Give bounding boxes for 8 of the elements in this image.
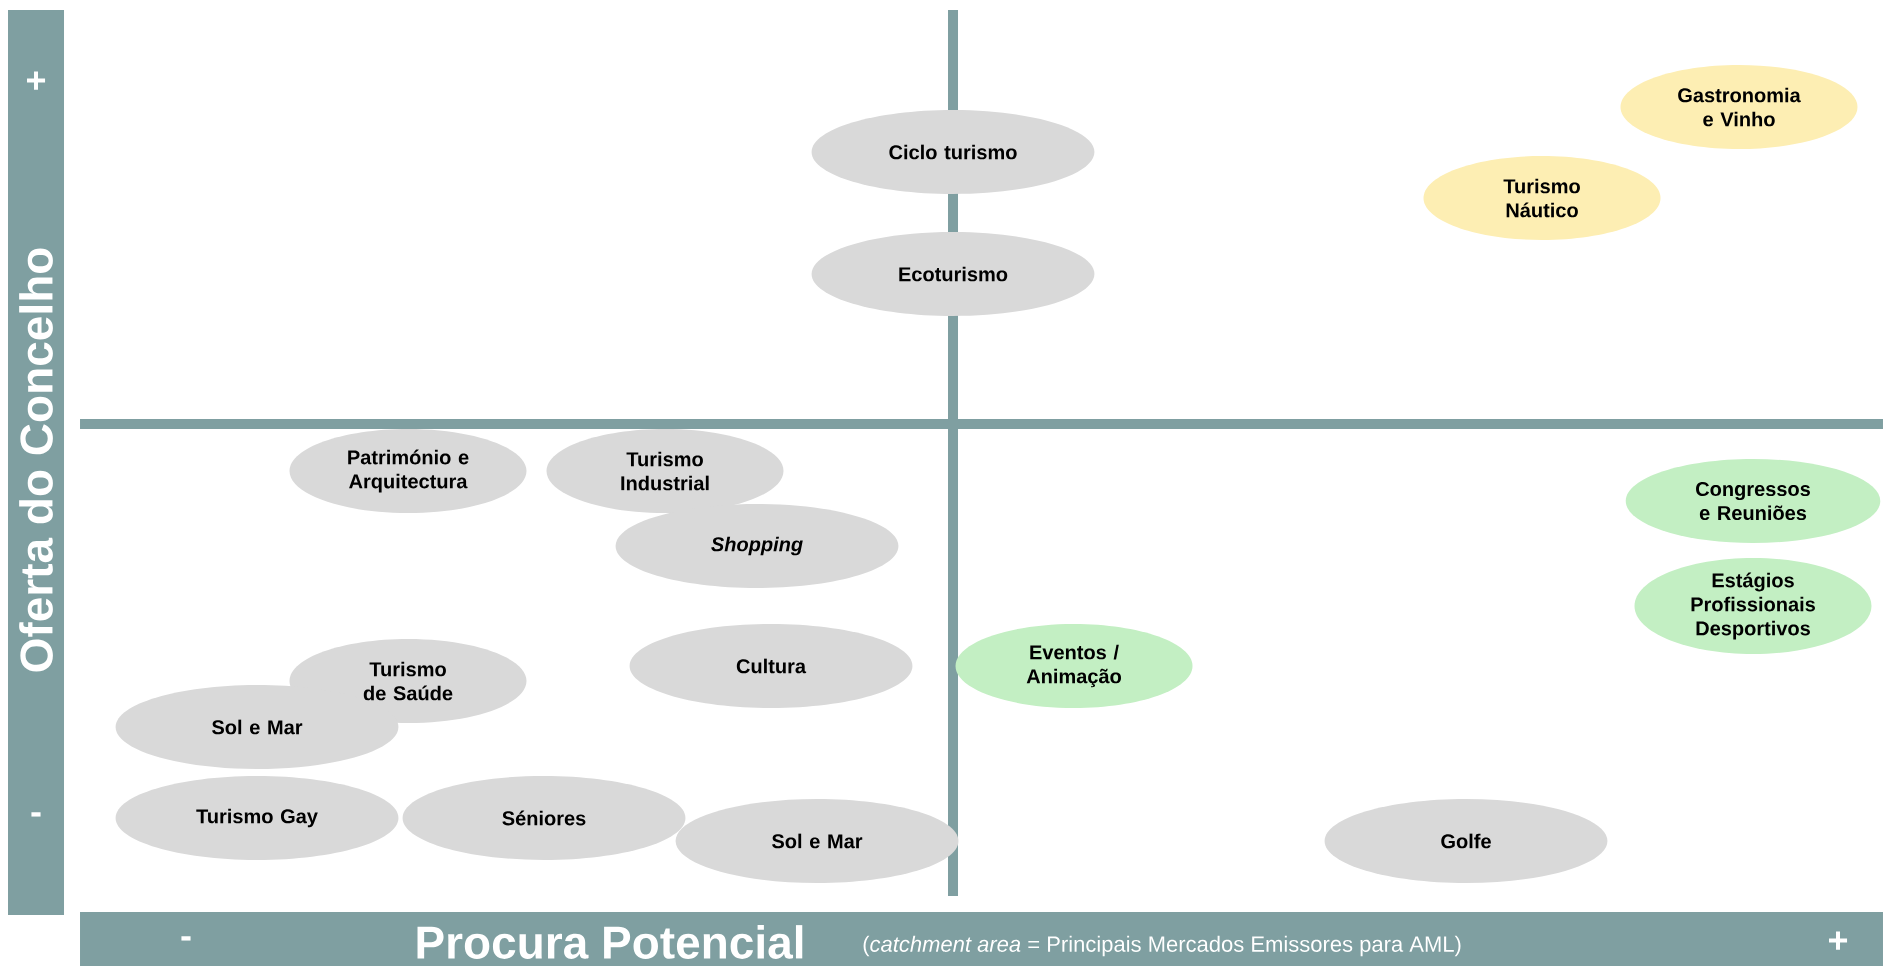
axis-sign: -: [181, 936, 191, 941]
axis-sign: +: [27, 71, 46, 90]
axis-sign: +: [1829, 931, 1848, 950]
axis-sign: -: [31, 812, 41, 817]
node-label: Turismo Industrial: [621, 451, 709, 491]
axis-title: Oferta do Concelho: [19, 248, 53, 672]
axis-title: Procura Potencial: [417, 925, 803, 959]
axis-note: (catchment area = Principais Mercados Emissores para AML): [863, 935, 1461, 957]
